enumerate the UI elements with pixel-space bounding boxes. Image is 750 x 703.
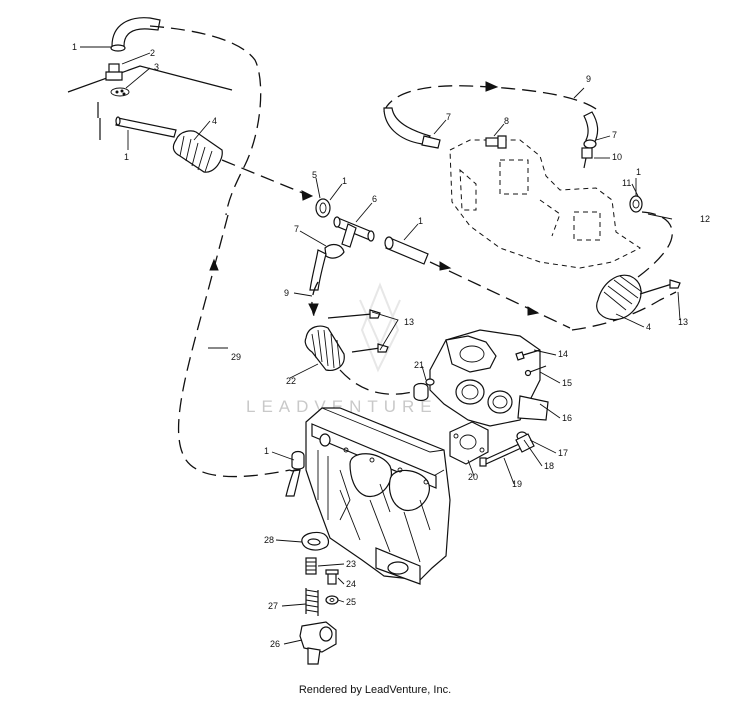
route-line-tee-to-right [429, 261, 571, 329]
callout-17: 17 [558, 448, 568, 458]
callout-11: 11 [622, 178, 631, 188]
arrow-head [301, 190, 314, 201]
callout-9: 9 [284, 288, 289, 298]
callout-12: 12 [700, 214, 710, 224]
callout-25: 25 [346, 597, 356, 607]
route-line-boot-to-tee [221, 159, 311, 197]
engine-cylinder-block [305, 407, 451, 585]
callout-5: 5 [312, 170, 317, 180]
hose-elbow-part-1 [110, 17, 161, 52]
route-line-top-left [149, 25, 262, 216]
leader-lines [80, 46, 681, 645]
bolt-part-23 [305, 557, 317, 575]
arrow-head-2 [439, 261, 452, 271]
callout-3: 3 [154, 62, 159, 72]
hose-part-7-top-left [383, 107, 441, 149]
arrow-head-3 [527, 306, 540, 316]
washer-part-3 [110, 87, 130, 97]
fitting-part-8 [485, 135, 507, 149]
washer-part-25 [325, 595, 339, 605]
rubber-boot-part-22 [304, 325, 345, 371]
callout-29: 29 [231, 352, 241, 362]
callout-21: 21 [414, 360, 424, 370]
callout-20: 20 [468, 472, 478, 482]
tee-fitting-part-6 [333, 216, 375, 248]
rendered-by-footer: Rendered by LeadVenture, Inc. [298, 684, 452, 696]
bolt-part-15 [524, 365, 547, 377]
pipe-part-1-center [384, 236, 429, 265]
callout-10: 10 [612, 152, 622, 162]
rubber-boot-part-4b [596, 274, 643, 321]
callout-numbers: 1 2 3 4 1 5 1 6 7 1 9 13 22 29 21 1 9 7 … [72, 42, 710, 649]
clamp-wire-part-13-right [639, 279, 681, 295]
rubber-boot-part-4a [172, 130, 223, 173]
callout-4: 4 [212, 116, 217, 126]
route-line-29 [177, 214, 291, 478]
callout-23: 23 [346, 559, 356, 569]
callout-27: 27 [268, 601, 278, 611]
oil-tank-outline [449, 139, 641, 269]
callout-1: 1 [264, 446, 269, 456]
callout-18: 18 [544, 461, 554, 471]
callout-13: 13 [404, 317, 414, 327]
callout-1: 1 [418, 216, 423, 226]
callout-2: 2 [150, 48, 155, 58]
callout-16: 16 [562, 413, 572, 423]
spring-part-27 [305, 588, 319, 616]
tank-surface [67, 65, 233, 140]
hose-part-7-center [309, 243, 345, 291]
callout-1: 1 [124, 152, 129, 162]
fitting-part-10 [581, 147, 593, 169]
gasket-part-20 [449, 421, 489, 465]
pipe-part-1 [115, 116, 177, 138]
route-line-boot-22-to-21 [339, 369, 413, 395]
callout-13: 13 [678, 317, 688, 327]
manifold-part-16 [429, 329, 549, 427]
arrow-head-4 [308, 303, 319, 316]
valve-body-part-26 [299, 621, 337, 665]
fitting-part-1-engine [285, 450, 305, 497]
callout-4: 4 [646, 322, 651, 332]
callout-1: 1 [636, 167, 641, 177]
route-line-9-top [383, 85, 601, 113]
fitting-part-2 [105, 63, 123, 81]
callout-24: 24 [346, 579, 356, 589]
callout-14: 14 [558, 349, 568, 359]
callout-9: 9 [586, 74, 591, 84]
hose-part-7-top-right [583, 111, 599, 149]
callout-1: 1 [72, 42, 77, 52]
callout-19: 19 [512, 479, 522, 489]
hose-clamp-part-5 [315, 198, 331, 218]
route-line-12 [599, 211, 673, 301]
route-line-left-bottom [289, 469, 301, 472]
callout-6: 6 [372, 194, 377, 204]
clamp-part-11 [629, 195, 643, 213]
fitting-part-21 [413, 378, 435, 402]
callout-7: 7 [612, 130, 617, 140]
callout-7: 7 [446, 112, 451, 122]
callout-7: 7 [294, 224, 299, 234]
callout-8: 8 [504, 116, 509, 126]
arrow-head-6 [485, 81, 499, 92]
gasket-part-28 [301, 531, 330, 551]
screw-part-24 [325, 569, 339, 585]
arrow-head-5 [209, 258, 219, 271]
callout-28: 28 [264, 535, 274, 545]
callout-26: 26 [270, 639, 280, 649]
callout-22: 22 [286, 376, 296, 386]
callout-1: 1 [342, 176, 347, 186]
callout-15: 15 [562, 378, 572, 388]
watermark-text: LEADVENTURE [246, 397, 438, 416]
